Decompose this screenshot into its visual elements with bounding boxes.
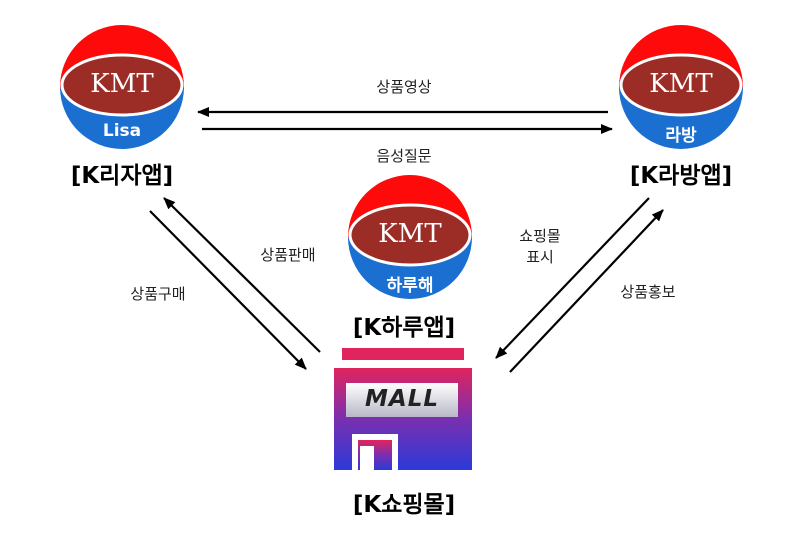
arrow-mall-to-rabang (509, 209, 664, 373)
rabang-sub-label: 라방 (665, 126, 697, 146)
flow-label-product-video: 상품영상 (376, 78, 432, 96)
arrow-lisa-to-mall (149, 210, 307, 370)
flow-label-product-sale: 상품판매 (260, 246, 316, 264)
haruhae-sub-label: 하루해 (386, 276, 434, 296)
haruhae-app-name: [K하루앱] (352, 315, 456, 341)
mall-building-icon (334, 348, 472, 470)
haruhae-logo-text: KMT (378, 219, 442, 249)
arrow-mall-to-lisa (163, 197, 321, 353)
lisa-sub-label: Lisa (102, 121, 142, 141)
flow-label-product-purchase: 상품구매 (130, 285, 186, 303)
rabang-app-name: [K라방앱] (629, 163, 733, 189)
arrow-rabang-to-mall (495, 197, 650, 359)
flow-label-product-promotion: 상품홍보 (620, 283, 676, 301)
lisa-app-name: [K리자앱] (70, 163, 174, 189)
mall-sign-text: MALL (365, 386, 439, 412)
rabang-logo-text: KMT (649, 69, 713, 99)
flow-label-voice-question: 음성질문 (376, 147, 432, 165)
flow-arrows (149, 107, 664, 373)
mall-name: [K쇼핑몰] (352, 492, 456, 518)
flow-label-mall-display: 쇼핑몰 표시 (519, 227, 561, 266)
lisa-logo-text: KMT (90, 69, 154, 99)
